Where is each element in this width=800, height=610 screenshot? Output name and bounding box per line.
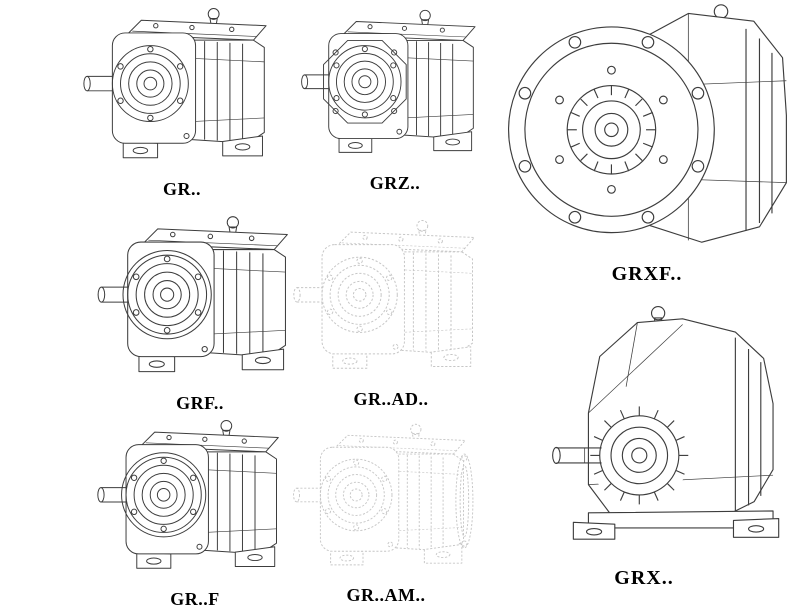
figure-label-gr-ad: GR..AD.. — [353, 389, 429, 410]
figure-grz: GRZ.. — [296, 6, 494, 194]
grx-gearbox-drawing — [498, 300, 790, 564]
grxf-gearbox-drawing — [498, 0, 796, 260]
figure-grf: GRF.. — [92, 212, 308, 414]
figure-label-grxf: GRXF.. — [611, 262, 683, 285]
figure-label-gr-am: GR..AM.. — [346, 584, 426, 605]
grf-gearbox-drawing — [92, 212, 308, 390]
grz-gearbox-drawing — [296, 6, 494, 170]
gr-f-gearbox-drawing — [92, 416, 298, 586]
figure-gr-ad: GR..AD.. — [288, 216, 494, 410]
figure-gr-f: GR..F — [92, 416, 298, 610]
gr-ad-gearbox-drawing — [288, 216, 494, 386]
figure-gr-am: GR..AM.. — [288, 420, 484, 606]
gr-gearbox-drawing — [78, 4, 286, 176]
figure-label-grz: GRZ.. — [369, 172, 421, 193]
figure-grx: GRX.. — [498, 300, 790, 590]
gr-am-gearbox-drawing — [288, 420, 484, 582]
figure-grxf: GRXF.. — [498, 0, 796, 286]
figure-label-grx: GRX.. — [614, 566, 674, 589]
figure-label-grf: GRF.. — [176, 393, 224, 414]
figure-gr: GR.. — [78, 4, 286, 200]
figure-label-gr: GR.. — [163, 178, 201, 199]
